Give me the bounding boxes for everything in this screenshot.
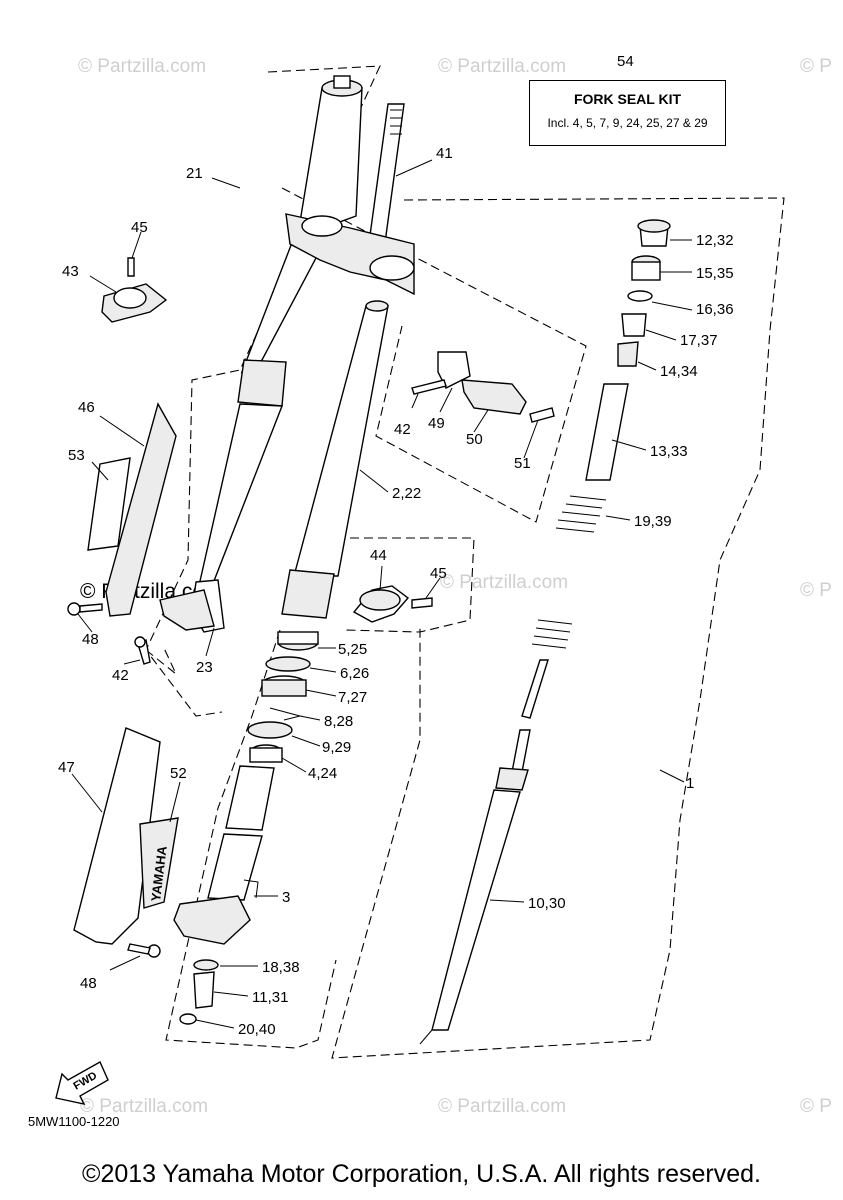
fork-seal-kit-box: FORK SEAL KIT Incl. 4, 5, 7, 9, 24, 25, … [529,80,726,146]
callout-8-28: 8,28 [324,713,353,730]
watermark: © Partzilla.com [78,56,206,77]
damper-assembly [419,219,671,1045]
callout-45: 45 [430,565,447,582]
bolts [67,602,161,958]
callout-3: 3 [282,889,290,906]
callout-11-31: 11,31 [252,989,288,1006]
callout-2-22: 2,22 [392,485,421,502]
guard-bracket-set [411,351,555,423]
watermark: © Partzilla.com [80,1096,208,1117]
callout-15-35: 15,35 [696,265,734,282]
callout-44: 44 [370,547,387,564]
callout-49: 49 [428,415,445,432]
callout-20-40: 20,40 [238,1021,276,1038]
callout-9-29: 9,29 [322,739,351,756]
callout-17-37: 17,37 [680,332,718,349]
callout-6-26: 6,26 [340,665,369,682]
callout-7-27: 7,27 [338,689,367,706]
callout-45: 45 [131,219,148,236]
clamp-44 [352,585,433,623]
callout-18-38: 18,38 [262,959,300,976]
callout-19-39: 19,39 [634,513,672,530]
callout-47: 47 [58,759,75,776]
steering-stem [285,103,415,296]
callout-43: 43 [62,263,79,280]
fork-guard-47: YAMAHA [73,727,179,945]
callout-1: 1 [686,775,694,792]
kit-callout-number: 54 [617,53,634,70]
watermark: © P [800,580,832,601]
callout-5-25: 5,25 [338,641,367,658]
callout-50: 50 [466,431,483,448]
fork-guard-46 [87,402,177,617]
kit-description: Incl. 4, 5, 7, 9, 24, 25, 27 & 29 [547,116,708,130]
fwd-arrow: FWD [55,1061,109,1105]
outer-tube [173,765,275,945]
callout-labels: 21 41 45 43 12,32 15,35 16,36 17,37 14,3… [58,145,734,1038]
callout-48: 48 [82,631,99,648]
callout-4-24: 4,24 [308,765,337,782]
callout-51: 51 [514,455,531,472]
watermark: © P [800,1096,832,1117]
callout-41: 41 [436,145,453,162]
group-outlines [145,65,785,1059]
small-parts [179,959,219,1025]
watermark: © P [800,56,832,77]
callout-42: 42 [394,421,411,438]
copyright-notice: ©2013 Yamaha Motor Corporation, U.S.A. A… [82,1160,761,1188]
watermark: © Partzilla.com [440,572,568,593]
callout-46: 46 [78,399,95,416]
watermark: © Partzilla.com [438,56,566,77]
seal-stack [247,631,319,763]
callout-16-36: 16,36 [696,301,734,318]
leader-lines [71,159,693,1029]
callout-53: 53 [68,447,85,464]
diagram-code: 5MW1100-1220 [28,1114,120,1129]
callout-42: 42 [112,667,129,684]
callout-13-33: 13,33 [650,443,688,460]
callout-23: 23 [196,659,213,676]
clamp-43 [101,257,168,323]
watermark: © Partzilla.com [438,1096,566,1117]
callout-48: 48 [80,975,97,992]
callout-21: 21 [186,165,203,182]
callout-10-30: 10,30 [528,895,566,912]
upper-fork-tube [159,75,363,633]
yamaha-decal-text: YAMAHA [148,844,170,902]
callout-12-32: 12,32 [696,232,734,249]
callout-52: 52 [170,765,187,782]
callout-14-34: 14,34 [660,363,698,380]
kit-title: FORK SEAL KIT [573,91,682,107]
inner-fork-tube [281,300,389,619]
